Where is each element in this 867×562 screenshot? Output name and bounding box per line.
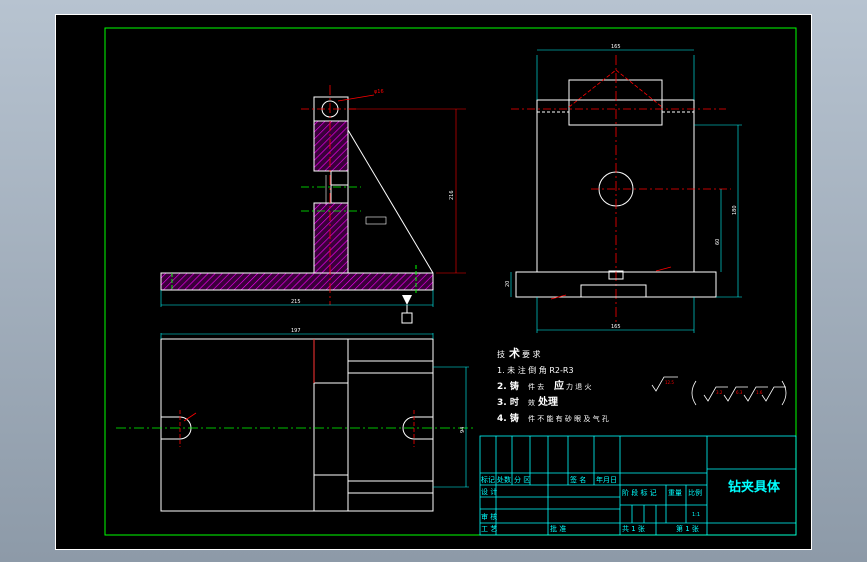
- tech-heading-a: 技: [497, 349, 505, 359]
- plan-height-dim: 94: [460, 427, 466, 433]
- title-sheet-num: 第 1 张: [676, 524, 699, 533]
- title-row-date: 年月日: [596, 475, 617, 484]
- tech-heading-b: 术: [508, 346, 520, 360]
- tech-item-4b: 件 不 能 有 砂 眼 及 气 孔: [528, 414, 609, 423]
- title-approve: 批 准: [550, 524, 566, 533]
- title-row-zone: 分 区: [514, 475, 530, 484]
- hole-dim-label: φ16: [374, 89, 384, 95]
- title-scale-value: 1:1: [692, 512, 700, 518]
- title-row-sign: 签 名: [570, 475, 586, 484]
- tech-item-4a: 4. 铸: [497, 412, 519, 424]
- roughness-b: 6.3: [736, 390, 743, 395]
- side-left-dim: 20: [505, 281, 511, 287]
- side-view: 165 165 180 60 20: [505, 44, 742, 333]
- tech-item-1: 1. 未 注 倒 角 R2-R3: [497, 365, 574, 375]
- tech-item-2b: 件 去: [528, 382, 544, 391]
- front-height-dim: 216: [449, 190, 455, 200]
- roughness-first: 12.5: [665, 380, 674, 385]
- title-check: 审 核: [481, 512, 497, 521]
- side-top-width-dim: 165: [611, 44, 621, 50]
- title-scale-label: 比例: [688, 488, 702, 497]
- side-mid-dim: 60: [715, 239, 721, 245]
- tech-item-2a: 2. 铸: [497, 380, 519, 392]
- title-part-name: 钻夹具体: [728, 479, 781, 495]
- title-row-count: 处数: [497, 475, 511, 484]
- tech-requirements: 技 术 要 求 1. 未 注 倒 角 R2-R3 2. 铸 件 去 应 力 退 …: [497, 346, 609, 424]
- tech-item-3a: 3. 时: [497, 396, 519, 408]
- roughness-c: 1.6: [756, 390, 763, 395]
- side-bottom-width-dim: 165: [611, 324, 621, 330]
- tech-item-2d: 力 退 火: [566, 382, 591, 391]
- rib-line: [347, 129, 434, 274]
- plan-outline: [160, 338, 434, 512]
- right-slot: [402, 416, 433, 440]
- base-length-dim: 215: [291, 299, 301, 305]
- side-body: [536, 99, 695, 273]
- title-design: 设 计: [481, 487, 497, 496]
- title-sheets-total: 共 1 张: [622, 524, 645, 533]
- title-block: [479, 435, 797, 536]
- front-view: φ16 216 215: [160, 85, 466, 324]
- tech-item-2c: 应: [554, 379, 564, 392]
- tech-item-3b: 效: [528, 398, 535, 407]
- side-right-height-dim: 180: [732, 205, 738, 215]
- base-plate-section: [160, 272, 434, 291]
- tech-item-3c: 处理: [537, 395, 558, 408]
- drawing-canvas[interactable]: φ16 216 215: [56, 15, 811, 549]
- column-section-upper: [313, 120, 349, 172]
- title-process: 工 艺: [481, 525, 497, 533]
- title-weight-label: 重量: [668, 489, 682, 497]
- title-stage-label: 阶 段 标 记: [622, 488, 657, 497]
- drawing-border: [104, 27, 797, 536]
- side-top-slot: [568, 79, 663, 126]
- title-row-mark: 标记: [481, 475, 495, 484]
- roughness-a: 3.2: [716, 390, 723, 395]
- plan-length-dim: 197: [291, 328, 301, 334]
- plan-view: 197 94: [116, 328, 476, 512]
- cad-viewport[interactable]: φ16 216 215: [55, 14, 812, 550]
- column-section-lower: [313, 202, 349, 274]
- tech-heading-c: 要 求: [522, 349, 541, 359]
- roughness-symbols: 12.5 3.2 6.3 1.6: [651, 376, 787, 406]
